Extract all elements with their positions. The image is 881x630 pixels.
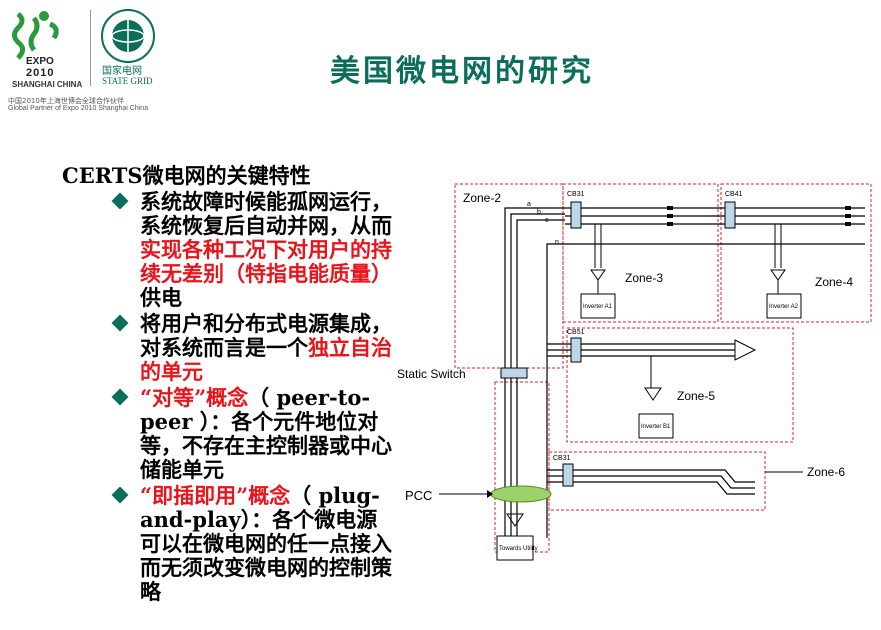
phase-a-label: a	[527, 201, 531, 208]
expo-year: 2010	[26, 67, 55, 79]
microgrid-diagram: Zone-2 Zone-3 Zone-4 Zone-5 Zone-6 a b c…	[397, 183, 872, 561]
bullet-item-4: “即插即用”概念（ plug-and-play）：各个微电源可以在微电网的任一点…	[111, 483, 396, 604]
static-switch-label: Static Switch	[397, 367, 466, 381]
breaker-cb31-label: CB31	[567, 191, 585, 198]
breaker-cb31-bottom-label: CB31	[553, 455, 571, 462]
breaker-cb51	[570, 337, 582, 363]
phase-b-label: b	[537, 209, 541, 216]
state-grid-cn: 国家电网	[102, 66, 142, 77]
expo-logo	[12, 11, 59, 60]
inverter-drops	[594, 224, 782, 268]
bullet-text: （ plug-and-play）：各个微电源可以在微电网的任一点接入而无须改变微…	[140, 483, 392, 604]
bullet-tail: 供电	[140, 285, 182, 310]
pcc-label: PCC	[405, 488, 432, 503]
zone-5-label: Zone-5	[677, 389, 715, 403]
breaker-cb41-label: CB41	[725, 191, 743, 198]
page-title: 美国微电网的研究	[330, 54, 594, 89]
bullet-highlight: 实现各种工况下对用户的持续无差别（特指电能质量）	[140, 237, 392, 286]
expo-text: EXPO	[26, 56, 54, 67]
logo-divider	[90, 10, 91, 86]
inverter-a1-box	[580, 293, 616, 319]
static-switch	[500, 367, 528, 379]
feeder-top	[565, 207, 865, 245]
zone-5-box	[566, 327, 794, 443]
zone-4-label: Zone-4	[815, 275, 853, 289]
bullet-item-3: “对等”概念（ peer-to-peer ）：各个元件地位对等，不存在主控制器或…	[111, 385, 396, 482]
utility-box	[496, 535, 534, 561]
zone-6-label: Zone-6	[807, 465, 845, 479]
zone-3-label: Zone-3	[625, 271, 663, 285]
feeder-zone-6	[547, 469, 755, 495]
zone-3-box	[562, 183, 719, 323]
zone-6-box	[548, 451, 766, 511]
zone-2-label: Zone-2	[463, 191, 501, 205]
zone-5-transformer	[644, 387, 662, 401]
zone-4-box	[720, 183, 872, 323]
partner-en: Global Partner of Expo 2010 Shanghai Chi…	[8, 105, 149, 112]
pcc-arrow-icon	[487, 490, 493, 498]
switch-marks-top	[667, 206, 851, 226]
transformer-symbols	[590, 269, 786, 294]
inverter-a2-box	[766, 293, 802, 319]
bullet-text: （ peer-to-peer ）：各个元件地位对等，不存在主控制器或中心储能单元	[140, 385, 392, 482]
inverter-a1-label: Inverter A1	[583, 304, 613, 310]
breaker-cb31-bottom	[562, 463, 574, 487]
bullet-list: 系统故障时候能孤网运行，系统恢复后自动并网，从而实现各种工况下对用户的持续无差别…	[111, 189, 396, 606]
partner-cn: 中国2010年上海世博会全球合作伙伴	[8, 97, 124, 105]
breaker-cb51-label: CB51	[567, 329, 585, 336]
utility-label: Towards Utility	[499, 546, 538, 552]
inverter-b1-label: Inverter B1	[641, 424, 671, 430]
utility-transformer	[506, 513, 524, 527]
pcc-ellipse	[490, 485, 552, 503]
breaker-cb31-top	[570, 201, 582, 229]
bullet-text: 将用户和分布式电源集成，对系统而言是一个	[140, 311, 392, 360]
section-heading: CERTS微电网的关键特性	[62, 163, 311, 188]
bullet-highlight: “即插即用”概念	[140, 483, 291, 508]
phase-n-label: n	[555, 239, 559, 246]
pcc-zone-box	[494, 381, 550, 553]
diamond-bullet-icon	[111, 388, 129, 406]
state-grid-logo	[101, 9, 155, 63]
diamond-bullet-icon	[111, 314, 129, 332]
bullet-text: 系统故障时候能孤网运行，系统恢复后自动并网，从而	[140, 189, 392, 238]
vertical-bus	[504, 207, 565, 538]
bullet-item-2: 将用户和分布式电源集成，对系统而言是一个独立自治的单元	[111, 311, 396, 384]
bullet-highlight: 独立自治的单元	[140, 335, 392, 384]
bullet-highlight: “对等”概念	[140, 385, 249, 410]
inverter-a2-label: Inverter A2	[769, 304, 799, 310]
expo-city: SHANGHAI CHINA	[12, 80, 83, 89]
load-delta-symbol	[734, 339, 757, 361]
diamond-bullet-icon	[111, 486, 129, 504]
diamond-bullet-icon	[111, 192, 129, 210]
breaker-cb41	[724, 201, 736, 229]
inverter-b1-box	[638, 413, 674, 439]
state-grid-en: STATE GRID	[102, 76, 153, 86]
bullet-item-1: 系统故障时候能孤网运行，系统恢复后自动并网，从而实现各种工况下对用户的持续无差别…	[111, 189, 396, 310]
logo-area: EXPO 2010 SHANGHAI CHINA 国家电网 STATE GRID…	[4, 4, 204, 114]
